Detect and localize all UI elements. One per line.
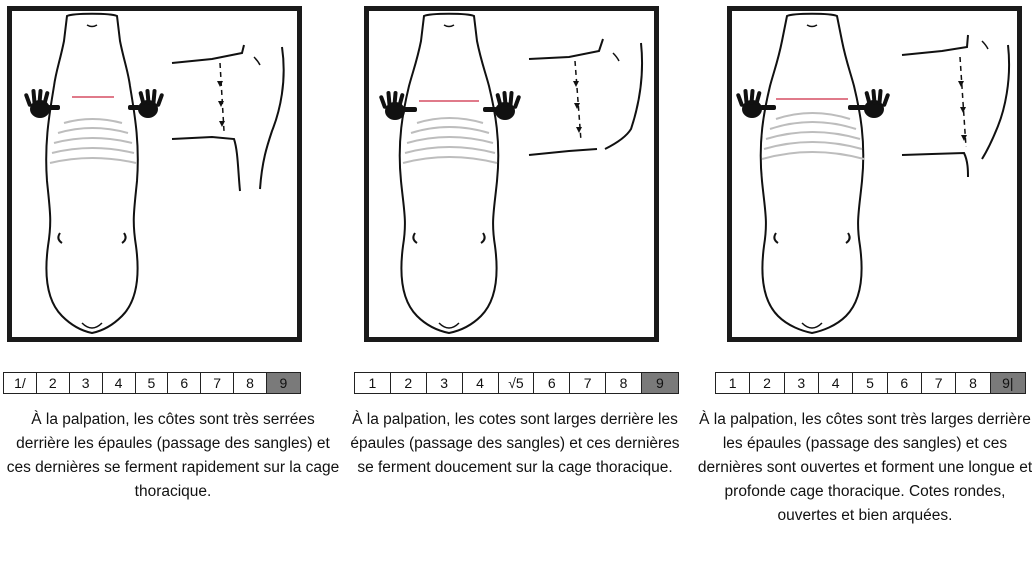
score-cell-9: 9	[267, 373, 300, 393]
score-cell-9: 9|	[991, 373, 1025, 393]
illustration-frame-1	[7, 6, 302, 342]
score-cell-8: 8	[606, 373, 642, 393]
score-cell-2: 2	[391, 373, 427, 393]
left-hand-icon	[24, 89, 60, 118]
illustration-frame-2	[364, 6, 659, 342]
side-view-profile	[529, 39, 642, 155]
score-cell-1: 1	[716, 373, 750, 393]
score-cell-8: 8	[956, 373, 990, 393]
score-cell-5: 5	[853, 373, 887, 393]
score-cell-7: 7	[922, 373, 956, 393]
score-cell-9: 9	[642, 373, 678, 393]
score-cell-5: √5	[499, 373, 535, 393]
rib-lines	[403, 118, 497, 163]
score-cell-6: 6	[534, 373, 570, 393]
description-2: À la palpation, les cotes sont larges de…	[345, 408, 685, 480]
description-1: À la palpation, les côtes sont très serr…	[3, 408, 343, 504]
side-view-profile	[172, 45, 284, 191]
left-hand-icon	[379, 91, 417, 120]
rib-lines	[762, 113, 864, 159]
score-cell-6: 6	[888, 373, 922, 393]
score-cell-7: 7	[201, 373, 234, 393]
right-hand-icon	[483, 91, 521, 120]
cow-body-outline	[46, 14, 138, 333]
left-hand-icon	[736, 89, 776, 118]
rib-lines	[50, 119, 136, 163]
score-cell-3: 3	[785, 373, 819, 393]
score-cell-1: 1	[355, 373, 391, 393]
score-cell-2: 2	[37, 373, 70, 393]
score-cell-7: 7	[570, 373, 606, 393]
description-3: À la palpation, les côtes sont très larg…	[695, 408, 1032, 528]
score-cell-4: 4	[819, 373, 853, 393]
cow-body-outline	[400, 14, 499, 333]
cow-topview-illustration-2	[369, 11, 654, 337]
score-cell-6: 6	[168, 373, 201, 393]
score-cell-4: 4	[103, 373, 136, 393]
cow-body-outline	[761, 14, 864, 333]
score-cell-3: 3	[427, 373, 463, 393]
score-cell-2: 2	[750, 373, 784, 393]
score-cell-8: 8	[234, 373, 267, 393]
score-cell-5: 5	[136, 373, 169, 393]
side-view-profile	[902, 35, 1009, 177]
cow-topview-illustration-1	[12, 11, 297, 337]
cow-topview-illustration-3	[732, 11, 1017, 337]
illustration-frame-3	[727, 6, 1022, 342]
score-cell-4: 4	[463, 373, 499, 393]
right-hand-icon	[848, 89, 890, 118]
score-cell-3: 3	[70, 373, 103, 393]
score-cell-1: 1/	[4, 373, 37, 393]
